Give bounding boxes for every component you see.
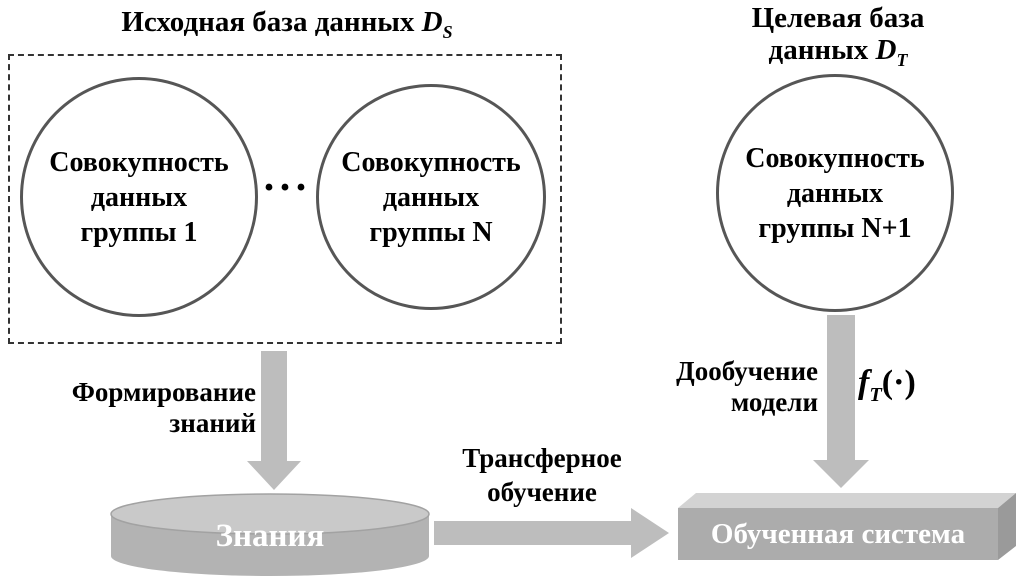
trained-system-node-label: Обученная система	[710, 517, 966, 550]
target-db-title: Целевая база данных DT	[688, 2, 988, 76]
target-group-line1: Совокупность	[745, 142, 925, 174]
trained-system-box-side	[998, 493, 1016, 560]
trained-system-box-front	[678, 508, 998, 560]
source-group-1-line3: группы 1	[80, 216, 198, 248]
target-group-circle: Совокупность данных группы N+1	[716, 74, 954, 312]
source-group-n-line3: группы N	[369, 216, 493, 248]
knowledge-node-label: Знания	[215, 517, 325, 554]
function-name: f	[858, 364, 870, 401]
target-db-variable-subscript: T	[896, 49, 908, 70]
source-group-1-line2: данных	[90, 181, 188, 213]
target-model-function: fT(·)	[858, 364, 916, 407]
target-group-line3: группы N+1	[758, 212, 912, 244]
finetune-label: Дообучение модели	[598, 356, 818, 418]
target-db-title-line1: Целевая база	[751, 2, 925, 34]
knowledge-formation-line1: Формирование	[71, 377, 256, 407]
finetune-line1: Дообучение	[676, 356, 818, 386]
source-db-variable-subscript: S	[442, 21, 453, 42]
knowledge-formation-arrow	[247, 351, 301, 490]
transfer-learning-line1: Трансферное	[462, 443, 622, 473]
knowledge-cylinder-top	[110, 493, 430, 535]
source-group-n-circle: Совокупность данных группы N	[316, 84, 546, 310]
finetune-line2: модели	[730, 387, 818, 417]
knowledge-formation-line2: знаний	[169, 408, 256, 438]
trained-system-box-top	[678, 493, 1016, 508]
function-args: (·)	[881, 364, 916, 401]
source-group-1-circle: Совокупность данных группы 1	[20, 77, 258, 317]
source-db-title: Исходная база данных DS	[8, 6, 566, 43]
transfer-arrow	[434, 508, 669, 558]
target-group-line2: данных	[786, 177, 884, 209]
source-db-variable: D	[421, 6, 443, 38]
source-db-title-text: Исходная база данных	[121, 6, 422, 38]
source-group-n-line1: Совокупность	[341, 146, 521, 178]
source-db-boundary	[8, 54, 562, 344]
finetune-arrow	[813, 315, 869, 488]
groups-ellipsis: ···	[262, 165, 311, 211]
source-group-n-line2: данных	[382, 181, 480, 213]
source-group-1-line1: Совокупность	[49, 146, 229, 178]
function-subscript: T	[869, 383, 882, 406]
knowledge-formation-label: Формирование знаний	[26, 377, 256, 439]
target-db-variable: D	[875, 34, 897, 66]
transfer-learning-label: Трансферное обучение	[426, 441, 658, 509]
transfer-learning-line2: обучение	[487, 477, 597, 507]
target-db-title-line2: данных DT	[768, 34, 908, 70]
